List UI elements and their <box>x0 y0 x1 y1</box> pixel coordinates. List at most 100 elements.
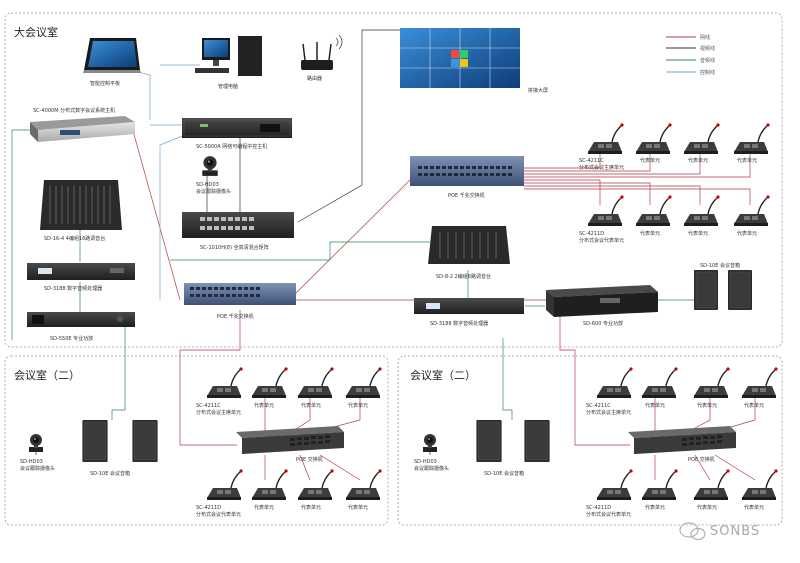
legend-label-network: 网线 <box>700 34 710 41</box>
sub-left-chair-desc: 分布式会议主席单元 <box>196 409 241 416</box>
sub-right-chair-desc: 分布式会议主席单元 <box>586 409 631 416</box>
mixer-16ch <box>40 180 122 230</box>
cables <box>11 29 756 481</box>
amp-right <box>546 285 658 317</box>
mixer8-label: SD-8-2 2编组8路调音台 <box>436 273 491 280</box>
sub-room-right-title: 会议室（二） <box>410 368 476 382</box>
sub-room-left-title: 会议室（二） <box>14 368 80 382</box>
mixer-8ch <box>428 226 510 264</box>
mixer16-label: SD-16-4 4编组16路调音台 <box>44 235 105 242</box>
sub-left-rep-top-label-3: 代表单元 <box>348 402 368 409</box>
sub-left-rep-model: SC-4211D <box>196 505 221 511</box>
videowall-label: 拼接大屏 <box>528 87 548 94</box>
sub-left-rep-top-2 <box>297 366 334 399</box>
rep-mid-label-2: 代表单元 <box>688 230 708 237</box>
poe-sub-right-label: POE 交换机 <box>688 456 715 463</box>
cam-sub-right-model: SD-HD03 <box>414 459 437 465</box>
delegate-unit-top-2 <box>683 122 720 155</box>
sub-right-rep-desc: 分布式会议代表单元 <box>586 511 631 518</box>
sub-room-right-border <box>397 355 783 526</box>
router-label: 路由器 <box>307 75 322 82</box>
sub-left-rep-bottom-label-2: 代表单元 <box>301 504 321 511</box>
speaker-sub-right-1 <box>476 420 502 462</box>
sub-left-rep-top-label-1: 代表单元 <box>254 402 274 409</box>
tracking-camera-sub-right <box>423 434 437 452</box>
cam-sub-right-desc: 会议跟踪摄像头 <box>414 465 449 472</box>
chair-top-label-model: SC-4211C <box>579 158 604 164</box>
main-room-border <box>4 12 783 348</box>
sub-left-rep-bottom-3 <box>297 468 334 501</box>
control-tablet <box>83 38 141 73</box>
legend-label-control: 控制线 <box>700 69 715 76</box>
sub-right-rep-bottom-label-1: 代表单元 <box>645 504 665 511</box>
legend-label-video: 视频线 <box>700 45 715 52</box>
sub-left-chair-model: SC-4211C <box>196 403 221 409</box>
tracking-camera-main <box>202 156 218 176</box>
poe-switch-sub-left <box>236 426 344 454</box>
sub-right-chair-unit <box>596 366 633 399</box>
host-label: SC-4000M 分布式数字会议系统主机 <box>33 107 115 114</box>
speaker-main-right <box>728 270 752 310</box>
conference-host <box>30 116 135 142</box>
camera-main-label-model: SD-HD03 <box>196 182 219 188</box>
sub-right-rep-top-label-1: 代表单元 <box>645 402 665 409</box>
sub-left-rep-desc: 分布式会议代表单元 <box>196 511 241 518</box>
sub-right-rep-top-3 <box>741 366 778 399</box>
main-room-title: 大会议室 <box>14 25 58 39</box>
sub-right-rep-bottom-1 <box>596 468 633 501</box>
speaker-sub-right-2 <box>524 420 550 462</box>
speaker-sub-left-1 <box>82 420 108 462</box>
sub-right-rep-bottom-2 <box>641 468 678 501</box>
delegate-unit-top-1 <box>635 122 672 155</box>
dsp-left <box>27 263 135 280</box>
management-pc <box>195 36 262 76</box>
tracking-camera-sub-left <box>29 434 43 452</box>
cam-sub-left-model: SD-HD03 <box>20 459 43 465</box>
cam-sub-left-desc: 会议跟踪摄像头 <box>20 465 55 472</box>
sub-right-rep-bottom-4 <box>741 468 778 501</box>
rep-top-label-2: 代表单元 <box>688 157 708 164</box>
sub-left-chair-unit <box>206 366 243 399</box>
speaker-main-left <box>694 270 718 310</box>
poe-main-label: POE 千兆交换机 <box>217 313 254 320</box>
hd-matrix <box>182 212 294 238</box>
sub-room-left-border <box>4 355 389 526</box>
sub-right-rep-top-1 <box>641 366 678 399</box>
delegate-unit-mid-2 <box>635 194 672 227</box>
poe-switch-top <box>410 156 524 186</box>
sub-left-rep-bottom-label-3: 代表单元 <box>348 504 368 511</box>
rep-mid-label-desc: 分布式会议代表单元 <box>579 237 624 244</box>
sub-left-rep-bottom-2 <box>251 468 288 501</box>
router <box>301 34 343 70</box>
sub-right-rep-top-label-3: 代表单元 <box>744 402 764 409</box>
sub-left-rep-bottom-label-1: 代表单元 <box>254 504 274 511</box>
central-control-host <box>182 118 292 138</box>
poe-sub-left-label: POE 交换机 <box>296 456 323 463</box>
rep-mid-label-3: 代表单元 <box>737 230 757 237</box>
sub-left-rep-bottom-4 <box>345 468 382 501</box>
delegate-unit-mid-1 <box>587 194 624 227</box>
spk-sub-left-label: SD-10E 会议音箱 <box>90 470 130 477</box>
legend-label-audio: 音频线 <box>700 57 715 64</box>
sonbs-watermark: SONBS <box>679 522 759 541</box>
video-wall <box>400 28 520 88</box>
dsp-right <box>414 298 524 314</box>
sub-left-rep-top-label-2: 代表单元 <box>301 402 321 409</box>
sub-right-rep-model: SC-4211D <box>586 505 611 511</box>
speaker-sub-left-2 <box>132 420 158 462</box>
speaker-main-label: SD-10E 会议音箱 <box>700 262 740 269</box>
delegate-unit-top-3 <box>733 122 770 155</box>
poe-switch-sub-right <box>628 426 736 454</box>
delegate-unit-mid-4 <box>733 194 770 227</box>
camera-main-label-desc: 会议跟踪摄像头 <box>196 188 231 195</box>
poe-switch-main <box>184 283 296 305</box>
sub-right-rep-bottom-label-3: 代表单元 <box>744 504 764 511</box>
rep-mid-label-model: SC-4211D <box>579 231 604 237</box>
sub-left-rep-top-1 <box>251 366 288 399</box>
spk-sub-right-label: SD-10E 会议音箱 <box>484 470 524 477</box>
central-control-label: SC-5000A 网络可编程中控主机 <box>196 143 267 150</box>
sub-right-rep-bottom-label-2: 代表单元 <box>697 504 717 511</box>
dsp-left-label: SD-3188 数字音频处理器 <box>44 285 102 292</box>
delegate-unit-mid-3 <box>683 194 720 227</box>
